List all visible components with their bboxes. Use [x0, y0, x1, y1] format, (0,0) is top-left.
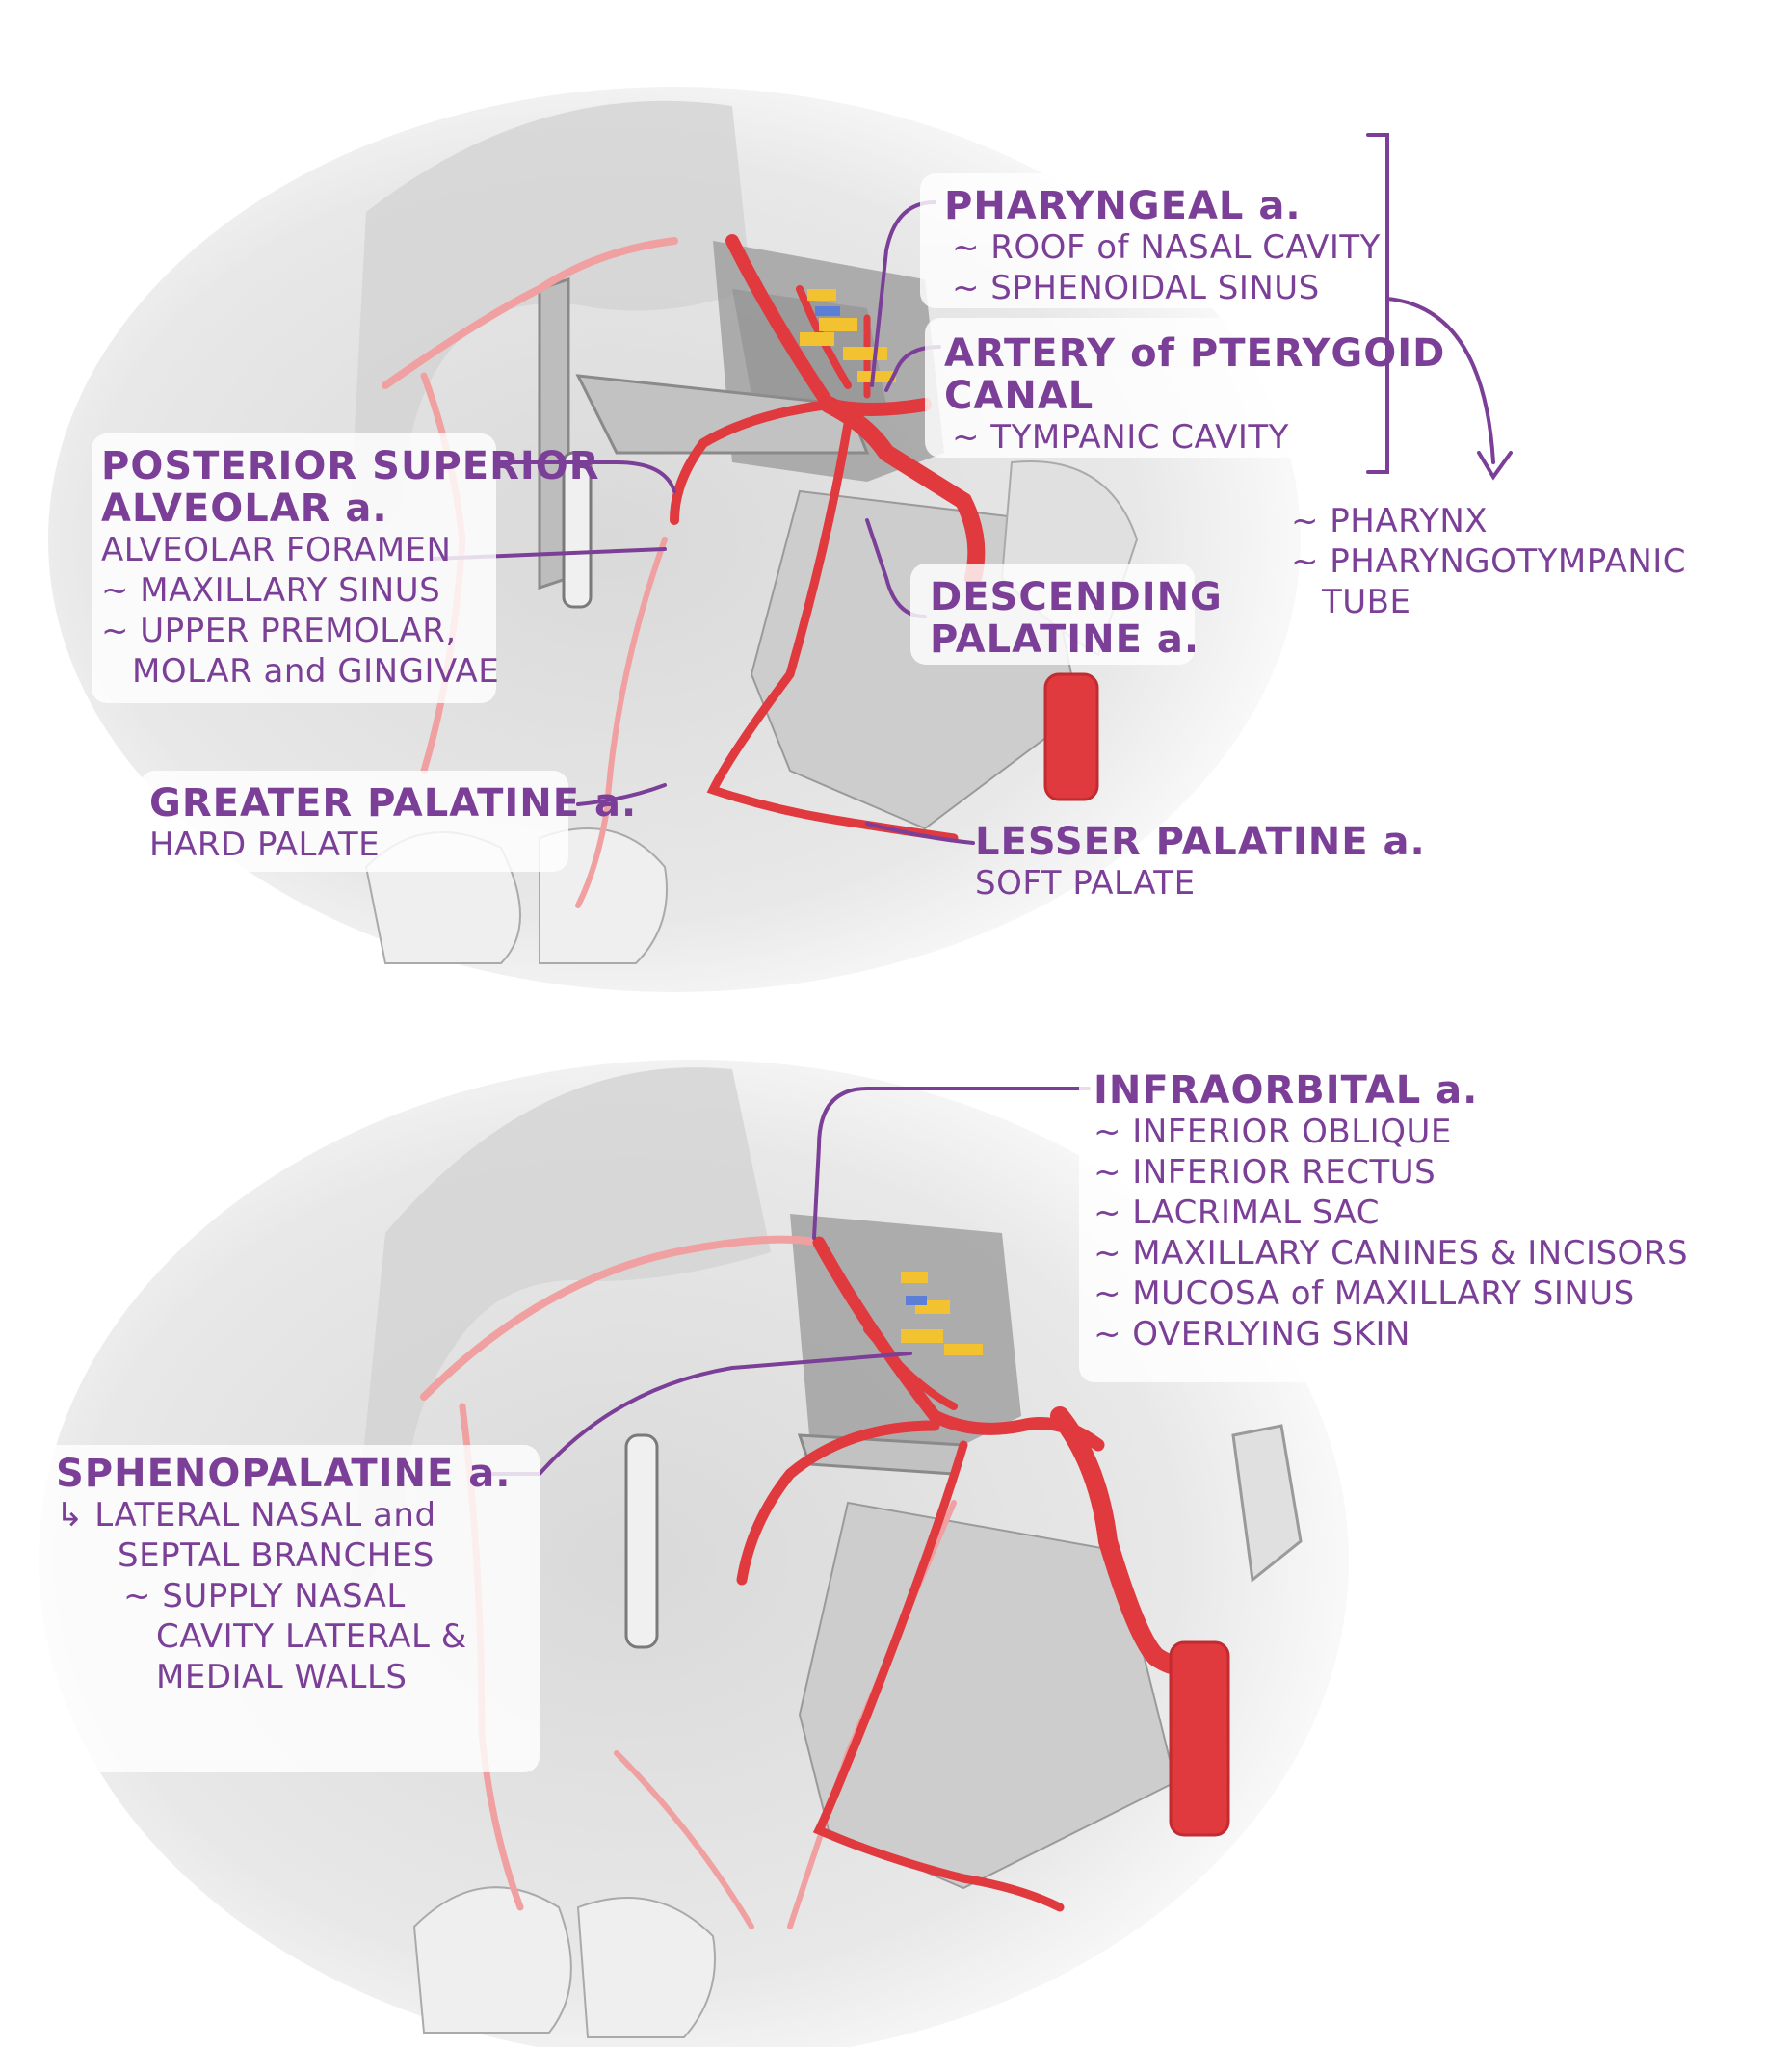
sphenopalatine-artery-label: SPHENOPALATINE a. ↳ LATERAL NASAL and SE… — [56, 1453, 511, 1697]
psa-name: POSTERIOR SUPERIOR — [101, 444, 600, 488]
psa-foramen: ALVEOLAR FORAMEN — [101, 531, 452, 569]
infraorbital-artery-label: INFRAORBITAL a. ~ INFERIOR OBLIQUE ~ INF… — [1094, 1069, 1688, 1354]
bottom-panel-arteries — [420, 1235, 1230, 1929]
psa-item: ~ MAXILLARY SINUS — [101, 571, 441, 610]
psa-item: MOLAR and GINGIVAE — [132, 652, 500, 691]
posterior-superior-alveolar-label: POSTERIOR SUPERIOR ALVEOLAR a. ALVEOLAR … — [101, 445, 600, 692]
lesser-palatine-name: LESSER PALATINE a. — [975, 820, 1426, 864]
pterygoid-canal-name-2: CANAL — [944, 374, 1094, 418]
sphenopalatine-item: MEDIAL WALLS — [156, 1658, 408, 1696]
bottom-panel-label-boxes — [39, 1055, 1773, 1772]
bottom-panel-leader-lines — [475, 1087, 1091, 1476]
greater-palatine-item: HARD PALATE — [149, 826, 381, 864]
psa-item: ~ UPPER PREMOLAR, — [101, 612, 457, 650]
pterygoid-canal-item: ~ TYMPANIC CAVITY — [952, 418, 1289, 457]
greater-palatine-label: GREATER PALATINE a. HARD PALATE — [149, 782, 637, 865]
shared-supply-item: TUBE — [1322, 583, 1411, 621]
infraorbital-item: ~ MAXILLARY CANINES & INCISORS — [1094, 1234, 1689, 1273]
infraorbital-item: ~ INFERIOR OBLIQUE — [1094, 1113, 1452, 1151]
pterygoid-canal-name: ARTERY of PTERYGOID — [944, 331, 1446, 376]
infraorbital-item: ~ MUCOSA of MAXILLARY SINUS — [1094, 1274, 1635, 1313]
infraorbital-item: ~ INFERIOR RECTUS — [1094, 1153, 1436, 1192]
shared-supply-label: ~ PHARYNX ~ PHARYNGOTYMPANIC TUBE — [1291, 501, 1686, 622]
sphenopalatine-item: ~ SUPPLY NASAL — [123, 1577, 406, 1615]
pharyngeal-item: ~ ROOF of NASAL CAVITY — [952, 228, 1381, 267]
sphenopalatine-branches-2: SEPTAL BRANCHES — [118, 1536, 435, 1575]
lesser-palatine-label: LESSER PALATINE a. SOFT PALATE — [975, 821, 1426, 904]
psa-name-2: ALVEOLAR a. — [101, 486, 388, 531]
greater-palatine-name: GREATER PALATINE a. — [149, 781, 638, 826]
top-panel-arteries — [382, 234, 1099, 908]
top-panel-label-boxes — [92, 173, 1358, 872]
sphenopalatine-branches: ↳ LATERAL NASAL and — [56, 1496, 436, 1535]
shared-supply-item: ~ PHARYNX — [1291, 502, 1489, 540]
descending-palatine-label: DESCENDING PALATINE a. — [930, 576, 1223, 661]
pharyngeal-item: ~ SPHENOIDAL SINUS — [952, 269, 1320, 307]
pharyngeal-artery-label: PHARYNGEAL a. ~ ROOF of NASAL CAVITY ~ S… — [944, 185, 1381, 308]
pharyngeal-artery-name: PHARYNGEAL a. — [944, 184, 1302, 228]
lesser-palatine-item: SOFT PALATE — [975, 864, 1196, 903]
infraorbital-name: INFRAORBITAL a. — [1094, 1068, 1479, 1113]
bottom-panel-skull — [39, 1060, 1349, 2047]
pterygoid-canal-artery-label: ARTERY of PTERYGOID CANAL ~ TYMPANIC CAV… — [944, 332, 1445, 458]
sphenopalatine-item: CAVITY LATERAL & — [156, 1617, 467, 1656]
shared-supply-item: ~ PHARYNGOTYMPANIC — [1291, 542, 1687, 581]
sphenopalatine-name: SPHENOPALATINE a. — [56, 1452, 512, 1496]
descending-palatine-name-2: PALATINE a. — [930, 617, 1200, 662]
descending-palatine-name: DESCENDING — [930, 575, 1223, 619]
infraorbital-item: ~ LACRIMAL SAC — [1094, 1194, 1381, 1232]
infraorbital-item: ~ OVERLYING SKIN — [1094, 1315, 1410, 1353]
